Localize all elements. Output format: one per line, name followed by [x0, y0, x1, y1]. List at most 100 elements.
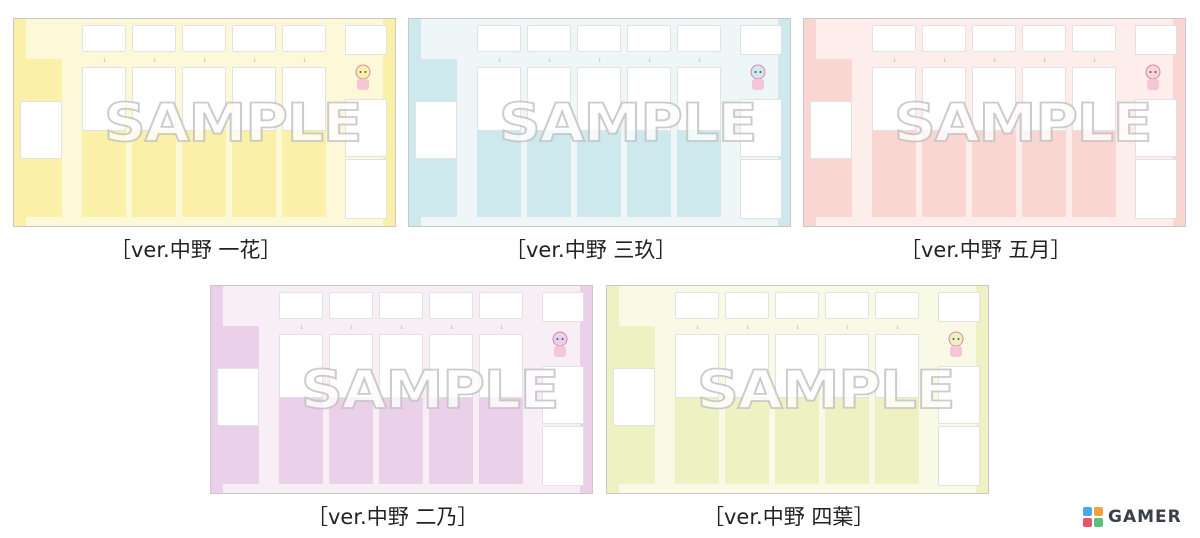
- mat-top-card: [725, 292, 769, 319]
- mat-arrow: ↓: [647, 57, 653, 64]
- playmat-yotsuba: ↓↓↓↓↓SAMPLE: [606, 285, 989, 494]
- mat-top-card: [1072, 25, 1116, 52]
- mat-arrow: ↓: [302, 57, 308, 64]
- mat-column-card: [1072, 67, 1116, 131]
- mat-top-card: [675, 292, 719, 319]
- mat-column-lower: [1072, 131, 1116, 217]
- mat-left-panel: [415, 59, 457, 101]
- caption-ichika: ［ver.中野 一花］: [110, 238, 282, 262]
- mat-arrow: ↓: [449, 324, 455, 331]
- mat-arrow: ↓: [399, 324, 405, 331]
- mat-column-card: [627, 67, 671, 131]
- mat-left-lower: [415, 159, 457, 217]
- mat-column-lower: [675, 398, 719, 484]
- mat-column-card: [922, 67, 966, 131]
- mat-column-card: [282, 67, 326, 131]
- mat-top-card: [479, 292, 523, 319]
- mat-left-card: [217, 368, 259, 426]
- mat-arrow: ↓: [895, 324, 901, 331]
- chibi-character-icon: [746, 63, 770, 93]
- mat-right-card: [740, 99, 782, 157]
- gamer-logo: GAMER: [1082, 505, 1182, 529]
- mat-column-lower: [429, 398, 473, 484]
- chibi-character-icon: [351, 63, 375, 93]
- sample-watermark: SAMPLE: [893, 92, 1153, 155]
- mat-top-card: [775, 292, 819, 319]
- mat-column-lower: [825, 398, 869, 484]
- mat-arrow: ↓: [299, 324, 305, 331]
- mat-right-card: [345, 25, 387, 55]
- mat-left-panel: [20, 59, 62, 101]
- mat-right-card: [740, 25, 782, 55]
- mat-left-panel: [613, 326, 655, 368]
- caption-yotsuba: ［ver.中野 四葉］: [703, 505, 875, 529]
- mat-top-card: [825, 292, 869, 319]
- mat-top-card: [182, 25, 226, 52]
- mat-left-card: [810, 101, 852, 159]
- sample-watermark: SAMPLE: [696, 358, 956, 421]
- mat-right-card: [1135, 99, 1177, 157]
- mat-arrow: ↓: [845, 324, 851, 331]
- gamer-logo-word: GAMER: [1108, 507, 1182, 527]
- mat-column-card: [527, 67, 571, 131]
- mat-top-card: [477, 25, 521, 52]
- mat-top-card: [577, 25, 621, 52]
- mat-left-panel: [217, 326, 259, 368]
- caption-nino: ［ver.中野 二乃］: [307, 505, 479, 529]
- mat-column-lower: [677, 131, 721, 217]
- mat-top-card: [922, 25, 966, 52]
- mat-column-card: [725, 334, 769, 398]
- mat-arrow: ↓: [252, 57, 258, 64]
- mat-top-card: [132, 25, 176, 52]
- mat-column-lower: [329, 398, 373, 484]
- playmat-itsuki: ↓↓↓↓↓SAMPLE: [803, 18, 1186, 227]
- mat-arrow: ↓: [795, 324, 801, 331]
- chibi-character-icon: [944, 330, 968, 360]
- mat-column-lower: [725, 398, 769, 484]
- mat-arrow: ↓: [497, 57, 503, 64]
- mat-left-lower: [810, 159, 852, 217]
- playmat-miku: ↓↓↓↓↓SAMPLE: [408, 18, 791, 227]
- mat-top-card: [627, 25, 671, 52]
- mat-arrow: ↓: [892, 57, 898, 64]
- sample-watermark: SAMPLE: [300, 358, 560, 421]
- mat-right-card: [938, 426, 980, 486]
- mat-column-card: [675, 334, 719, 398]
- mat-arrow: ↓: [745, 324, 751, 331]
- mat-top-card: [875, 292, 919, 319]
- mat-top-card: [329, 292, 373, 319]
- mat-top-card: [1022, 25, 1066, 52]
- mat-column-card: [429, 334, 473, 398]
- mat-top-card: [82, 25, 126, 52]
- mat-column-card: [132, 67, 176, 131]
- sample-watermark: SAMPLE: [498, 92, 758, 155]
- mat-column-lower: [972, 131, 1016, 217]
- mat-right-card: [740, 159, 782, 219]
- mat-column-lower: [872, 131, 916, 217]
- mat-right-card: [345, 99, 387, 157]
- mat-column-card: [1022, 67, 1066, 131]
- mat-column-lower: [922, 131, 966, 217]
- mat-top-card: [972, 25, 1016, 52]
- mat-right-card: [938, 292, 980, 322]
- mat-top-card: [429, 292, 473, 319]
- mat-top-card: [872, 25, 916, 52]
- mat-top-card: [232, 25, 276, 52]
- mat-arrow: ↓: [499, 324, 505, 331]
- mat-column-card: [182, 67, 226, 131]
- mat-arrow: ↓: [992, 57, 998, 64]
- mat-top-card: [527, 25, 571, 52]
- gamer-logo-icon: [1082, 506, 1104, 528]
- mat-column-lower: [279, 398, 323, 484]
- mat-column-lower: [477, 131, 521, 217]
- playmat-ichika: ↓↓↓↓↓SAMPLE: [13, 18, 396, 227]
- mat-left-lower: [217, 426, 259, 484]
- mat-column-lower: [775, 398, 819, 484]
- mat-column-lower: [82, 131, 126, 217]
- mat-right-card: [1135, 159, 1177, 219]
- mat-column-lower: [132, 131, 176, 217]
- mat-top-card: [279, 292, 323, 319]
- mat-arrow: ↓: [152, 57, 158, 64]
- mat-arrow: ↓: [349, 324, 355, 331]
- mat-left-card: [20, 101, 62, 159]
